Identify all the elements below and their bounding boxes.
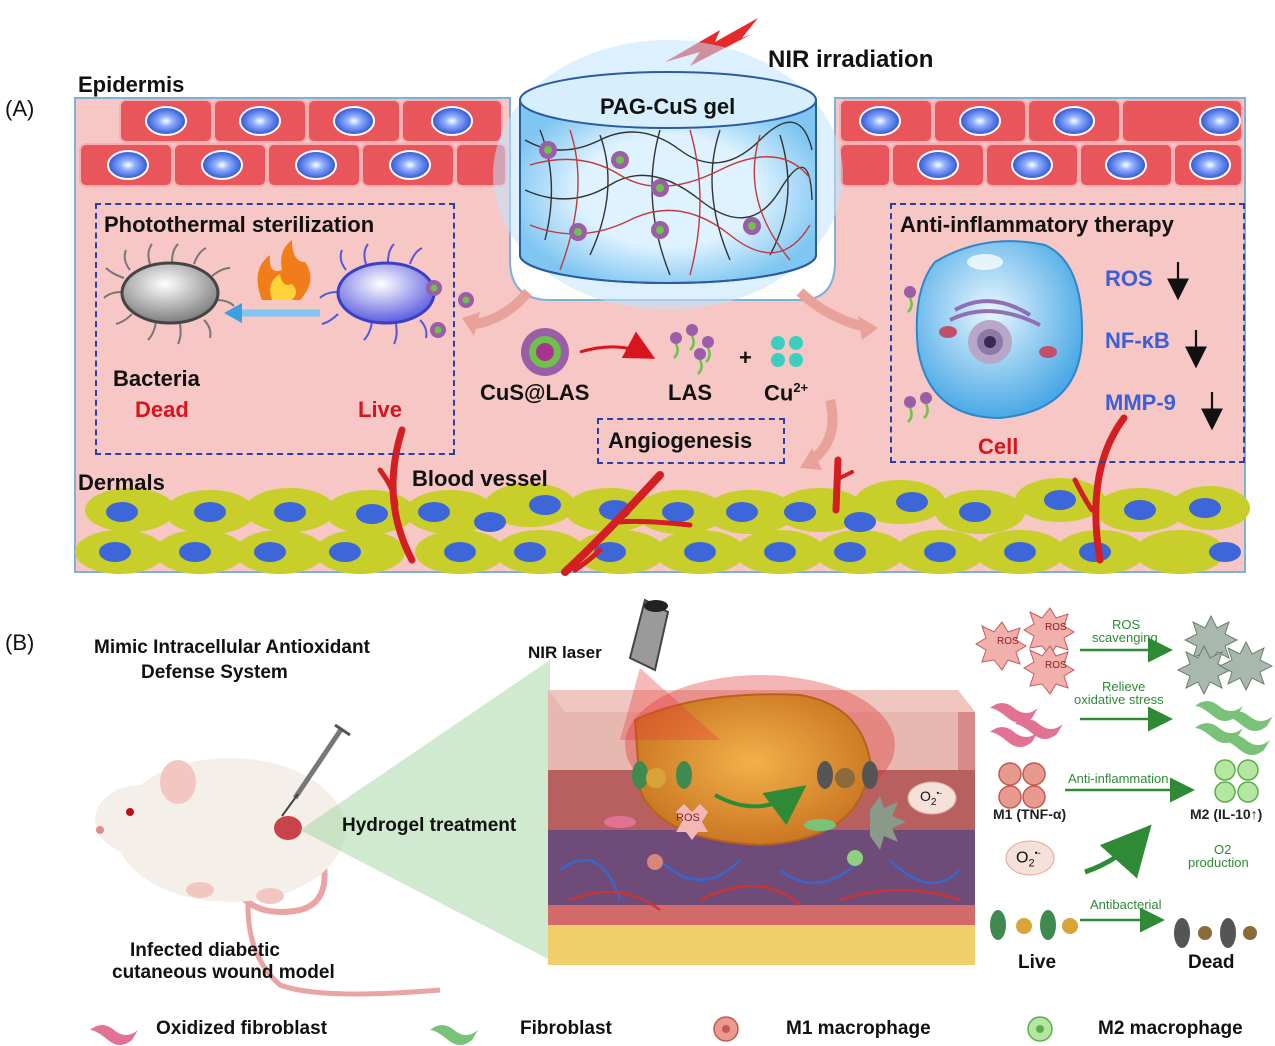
- wound-particles: [604, 761, 906, 870]
- m2-il10-label: M2 (IL-10↑): [1190, 806, 1263, 822]
- epidermis-label: Epidermis: [78, 72, 185, 97]
- ros-spike-label-2: ROS: [1045, 622, 1067, 633]
- o2m-sub: 2: [1028, 857, 1035, 870]
- ros-spike-label-1: ROS: [997, 636, 1019, 647]
- cu-base: Cu: [764, 380, 794, 406]
- wound-ros-label: ROS: [676, 812, 700, 824]
- m2-macrophages: [1214, 759, 1259, 803]
- nir-laser-device: [620, 598, 720, 740]
- treatment-beam: [300, 660, 550, 960]
- mmp9-marker: MMP-9: [1105, 390, 1176, 415]
- panel-b-letter: (B): [5, 630, 35, 655]
- live-label: Live: [358, 397, 403, 422]
- anti-inflammation-label: Anti-inflammation: [1068, 771, 1169, 786]
- mimic-title-line1: Mimic Intracellular Antioxidant: [94, 637, 370, 658]
- live-b-label: Live: [1018, 952, 1057, 973]
- anti-inflammatory-title: Anti-inflammatory therapy: [900, 212, 1174, 237]
- ros-scavenging-label-1: ROS: [1112, 617, 1141, 632]
- healthy-fibroblasts: [1195, 701, 1273, 755]
- release-arrows: [462, 288, 878, 470]
- syringe-icon: [281, 723, 351, 817]
- ros-spike-label-3: ROS: [1045, 660, 1067, 671]
- cus-las-label: CuS@LAS: [480, 380, 590, 405]
- mouse-illustration: [95, 758, 441, 997]
- wound-o2-label: O2•-: [920, 788, 942, 808]
- legend-m2-macrophage: M2 macrophage: [1098, 1018, 1243, 1039]
- legend-fibroblast: Fibroblast: [520, 1018, 612, 1039]
- wound-model-line2: cutaneous wound model: [112, 962, 335, 983]
- blood-vessel-label: Blood vessel: [412, 466, 548, 491]
- o2-base: O: [920, 788, 931, 804]
- photothermal-title: Photothermal sterilization: [104, 212, 375, 237]
- mimic-title-line2: Defense System: [141, 662, 288, 683]
- photothermal-box: [95, 203, 455, 455]
- legend-fibroblast-icon: [430, 1025, 478, 1045]
- bacteria-live: [319, 243, 474, 345]
- legend-oxidized-fibroblast-icon: [90, 1025, 138, 1045]
- cell-label: Cell: [978, 434, 1019, 459]
- cu-ion-label: Cu2+: [764, 380, 808, 406]
- scavenged-spikes: [1176, 614, 1274, 696]
- m1-macrophages: [998, 762, 1046, 809]
- panel-a-letter: (A): [5, 96, 35, 121]
- gel-label: PAG-CuS gel: [600, 94, 736, 119]
- antibacterial-label: Antibacterial: [1090, 897, 1162, 912]
- o2-production-label-2: production: [1188, 855, 1249, 870]
- epidermis-cells: [79, 99, 1243, 187]
- dermal-cells: [75, 478, 1250, 574]
- dermals-label: Dermals: [78, 470, 165, 495]
- ros-marker: ROS: [1105, 266, 1153, 291]
- relieve-label-1: Relieve: [1102, 679, 1146, 694]
- o2-molecule-label: O2•-: [1016, 848, 1041, 870]
- oxidized-fibroblasts: [990, 703, 1063, 747]
- las-molecules: [670, 324, 714, 375]
- o2-molecule: [1005, 840, 1055, 876]
- las-label: LAS: [668, 380, 712, 405]
- kill-arrow: [224, 303, 320, 323]
- hydrogel-treatment-label: Hydrogel treatment: [342, 815, 517, 836]
- anti-inflammatory-box: [890, 203, 1245, 463]
- m1-tnf-label: M1 (TNF-α): [993, 806, 1067, 822]
- wound-model-line1: Infected diabetic: [130, 940, 280, 961]
- o2m-base: O: [1016, 849, 1029, 867]
- downregulation-arrows: [1167, 262, 1223, 431]
- angiogenesis-box: [597, 418, 785, 464]
- o2-sup: •-: [936, 788, 942, 798]
- plus-sign: +: [739, 345, 752, 370]
- cu-ions: [771, 336, 803, 367]
- live-bacteria-b: [990, 910, 1078, 940]
- o2m-sup: •-: [1034, 848, 1041, 858]
- o2-production-label-1: O2: [1214, 842, 1232, 857]
- legend-m2-macrophage-icon: [1027, 1016, 1053, 1042]
- nir-irradiation-label: NIR irradiation: [768, 46, 934, 73]
- dead-label: Dead: [135, 397, 189, 422]
- dead-b-label: Dead: [1188, 952, 1235, 973]
- flame-icon: [257, 240, 311, 300]
- skin-section: [548, 675, 975, 965]
- relieve-label-2: oxidative stress: [1074, 692, 1164, 707]
- legend-m1-macrophage: M1 macrophage: [786, 1018, 931, 1039]
- dissociation-arrow: [579, 331, 656, 359]
- cus-las-particle: [521, 328, 569, 376]
- legend-oxidized-fibroblast: Oxidized fibroblast: [156, 1018, 328, 1039]
- pag-cus-gel: [493, 40, 843, 310]
- o2-sub: 2: [930, 796, 937, 808]
- ros-scavenging-label-2: scavenging: [1092, 630, 1158, 645]
- cell-illustration: [904, 240, 1084, 423]
- angiogenesis-label: Angiogenesis: [608, 428, 753, 453]
- legend-m1-macrophage-icon: [713, 1016, 739, 1042]
- nfkb-marker: NF-κB: [1105, 328, 1170, 353]
- blood-vessels: [377, 414, 1128, 576]
- cu-charge: 2+: [793, 380, 809, 395]
- dead-bacteria-b: [1174, 918, 1257, 948]
- ros-spikes: [975, 607, 1075, 695]
- nir-laser-label: NIR laser: [528, 643, 602, 662]
- o2-bubble: [907, 781, 957, 815]
- mechanism-arrows: [1065, 637, 1195, 933]
- bacteria-label: Bacteria: [113, 366, 200, 391]
- bacteria-dead: [103, 243, 235, 345]
